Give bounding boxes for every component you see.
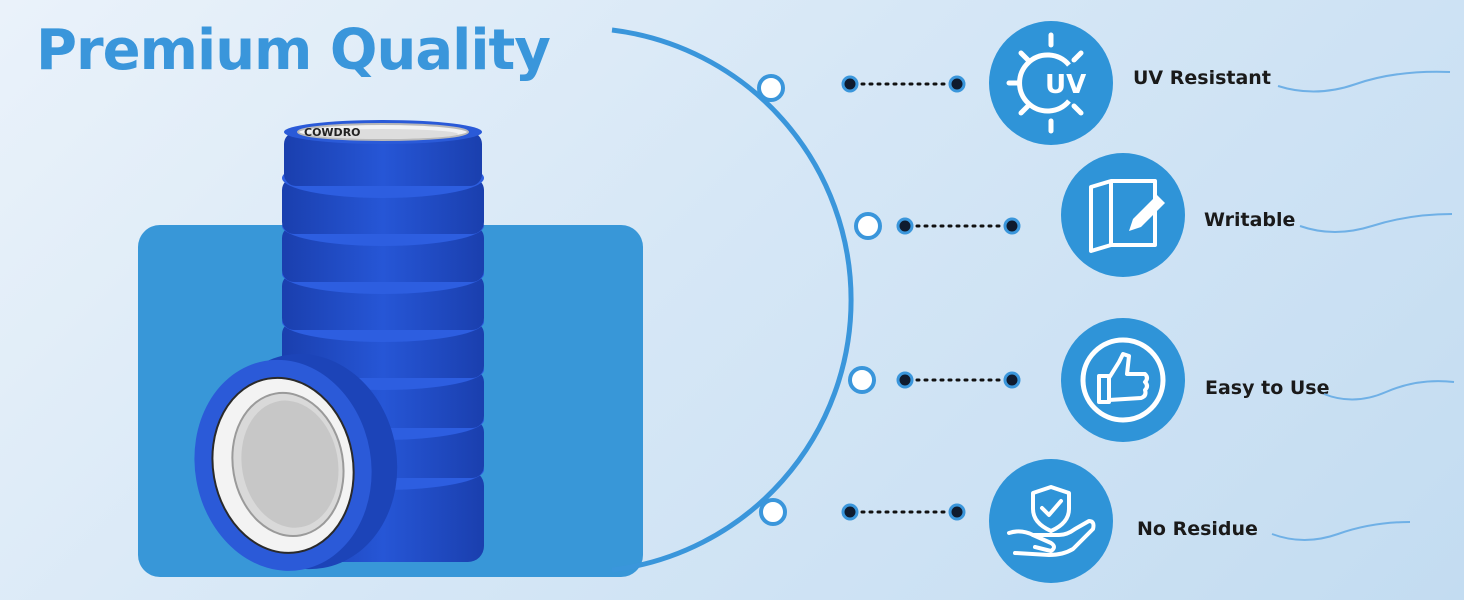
connector [841,75,966,93]
connector [896,217,1021,235]
uv-sun-icon: UV [989,21,1113,145]
headline: Premium Quality [36,18,551,83]
feature-label-writable: Writable [1204,209,1296,231]
decorative-wave [1323,380,1455,401]
feature-label-easy-to-use: Easy to Use [1205,377,1330,399]
connector [896,371,1021,389]
arc-node [759,498,787,526]
arc-node [757,74,785,102]
feature-arc [611,27,854,573]
decorative-wave [1277,70,1451,93]
arc-node [848,366,876,394]
connector [841,503,966,521]
front-roll [194,353,398,571]
decorative-wave [1299,213,1453,233]
arc-node [854,212,882,240]
feature-label-uv-resistant: UV Resistant [1133,67,1271,89]
feature-label-no-residue: No Residue [1137,518,1258,540]
decorative-wave [1271,521,1411,541]
brand-print: COWDRO [304,126,361,139]
notebook-pencil-icon [1061,153,1185,277]
hand-shield-check-icon [989,459,1113,583]
uv-icon-text: UV [1045,70,1086,100]
thumbs-up-icon [1061,318,1185,442]
tape-stack-image: COWDRO [194,120,484,571]
